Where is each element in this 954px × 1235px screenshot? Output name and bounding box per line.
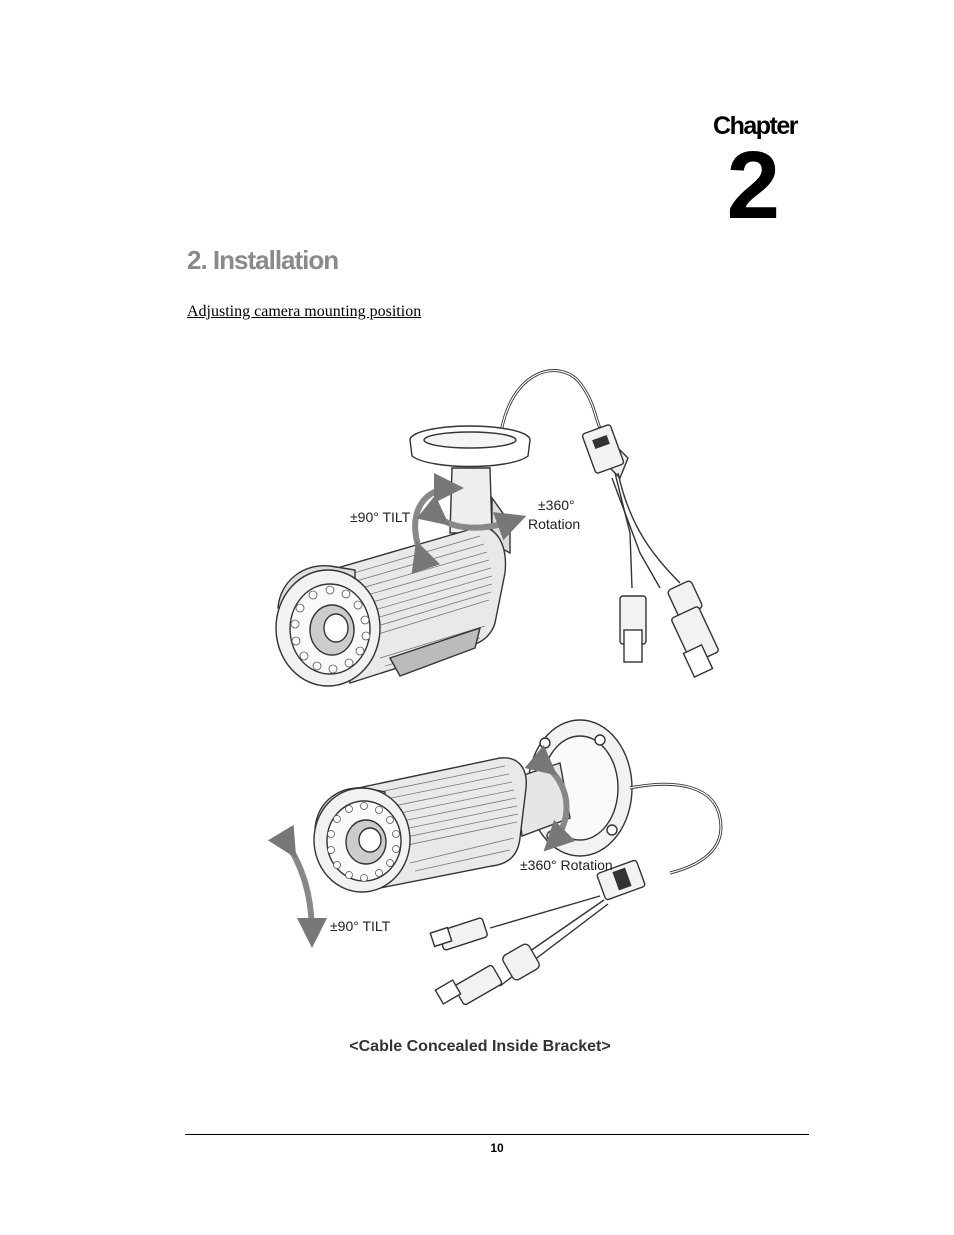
top-rotation-label-line2: Rotation xyxy=(528,516,580,532)
top-cable-breakout xyxy=(581,424,719,678)
camera-illustration: ±90° TILT ±360° Rotation xyxy=(267,369,723,1055)
figure-caption: <Cable Concealed Inside Bracket> xyxy=(349,1038,610,1055)
bottom-tilt-label: ±90° TILT xyxy=(330,918,391,934)
installation-figure: ±90° TILT ±360° Rotation xyxy=(260,348,740,1068)
page-number: 10 xyxy=(490,1141,504,1155)
footer-rule xyxy=(185,1134,809,1135)
bottom-cable-breakout xyxy=(429,782,723,1006)
bottom-camera-drawing xyxy=(313,719,633,893)
top-rotation-label-line1: ±360° xyxy=(538,497,575,513)
top-tilt-label: ±90° TILT xyxy=(350,509,411,525)
top-rotation-arrow xyxy=(416,495,527,541)
bottom-rotation-label: ±360° Rotation xyxy=(520,857,613,873)
section-title: 2. Installation xyxy=(187,245,339,275)
subheading: Adjusting camera mounting position xyxy=(187,303,422,320)
chapter-number: 2 xyxy=(726,132,780,239)
bottom-rotation-arrow xyxy=(524,744,576,852)
bottom-tilt-arrow xyxy=(267,824,327,948)
chapter-label: Chapter xyxy=(713,112,798,140)
